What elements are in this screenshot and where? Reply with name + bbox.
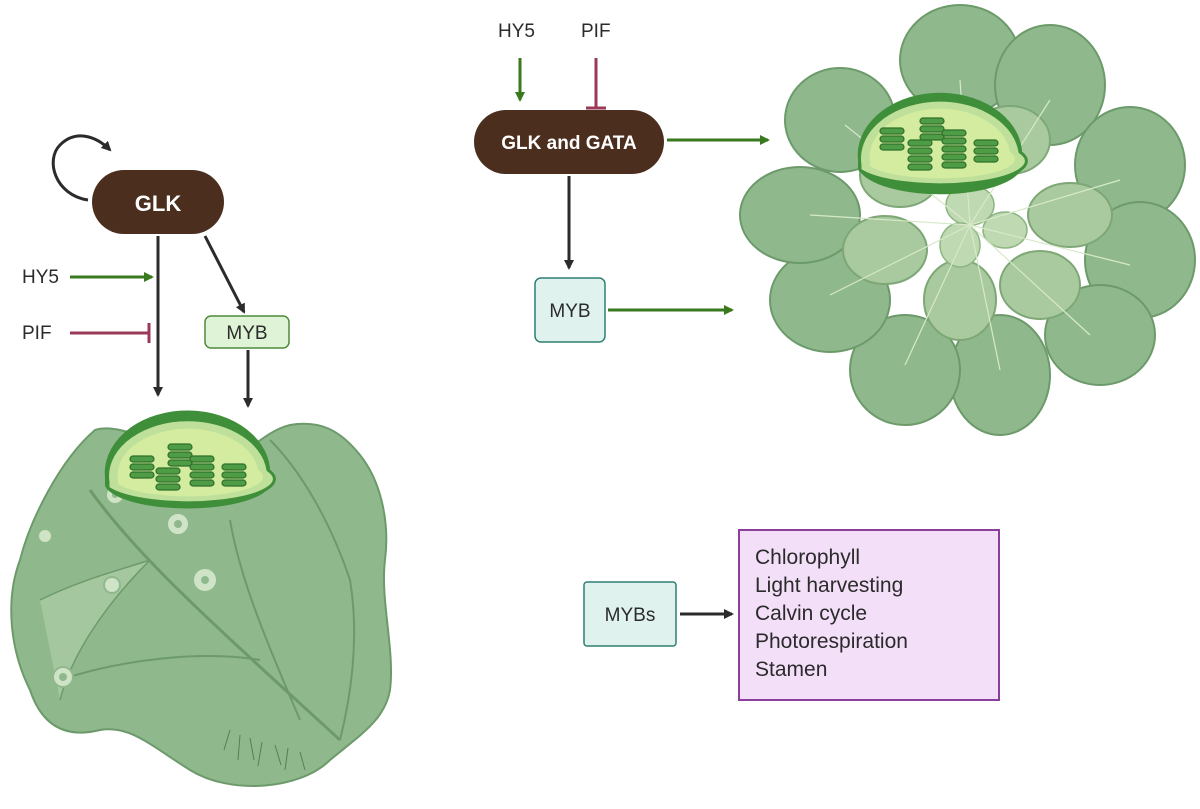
mybs-box: MYBs [583, 581, 677, 647]
myb-box-right: MYB [534, 277, 606, 343]
mybs-label: MYBs [605, 605, 656, 626]
hy5-label: HY5 [22, 267, 59, 288]
rosette-plant-icon [739, 4, 1196, 436]
glk-gata-box: GLK and GATA [474, 110, 664, 174]
myb-label-right: MYB [549, 301, 590, 322]
pif-repression-arrow [70, 323, 151, 343]
pif-label-right: PIF [581, 21, 611, 42]
myb-box-left: MYB [204, 315, 290, 349]
pif-repression-arrow-right [586, 58, 606, 110]
chloroplast-icon [104, 410, 276, 509]
glk-gata-label: GLK and GATA [501, 133, 637, 154]
glk-label: GLK [135, 191, 182, 216]
glk-to-myb-arrow [203, 235, 246, 314]
hy5-label-right: HY5 [498, 21, 535, 42]
chloroplast-icon [857, 92, 1028, 195]
target-item: Photorespiration [755, 630, 908, 653]
myb-label-left: MYB [226, 323, 267, 344]
target-item: Stamen [755, 658, 827, 681]
targets-box: Chlorophyll Light harvesting Calvin cycl… [738, 529, 1000, 701]
liverwort-thallus-icon [10, 422, 393, 787]
target-item: Chlorophyll [755, 546, 860, 569]
pif-label: PIF [22, 323, 52, 344]
glk-box: GLK [92, 170, 224, 234]
target-item: Calvin cycle [755, 602, 867, 625]
glk-autoregulation-arrow [51, 134, 112, 202]
target-item: Light harvesting [755, 574, 903, 597]
